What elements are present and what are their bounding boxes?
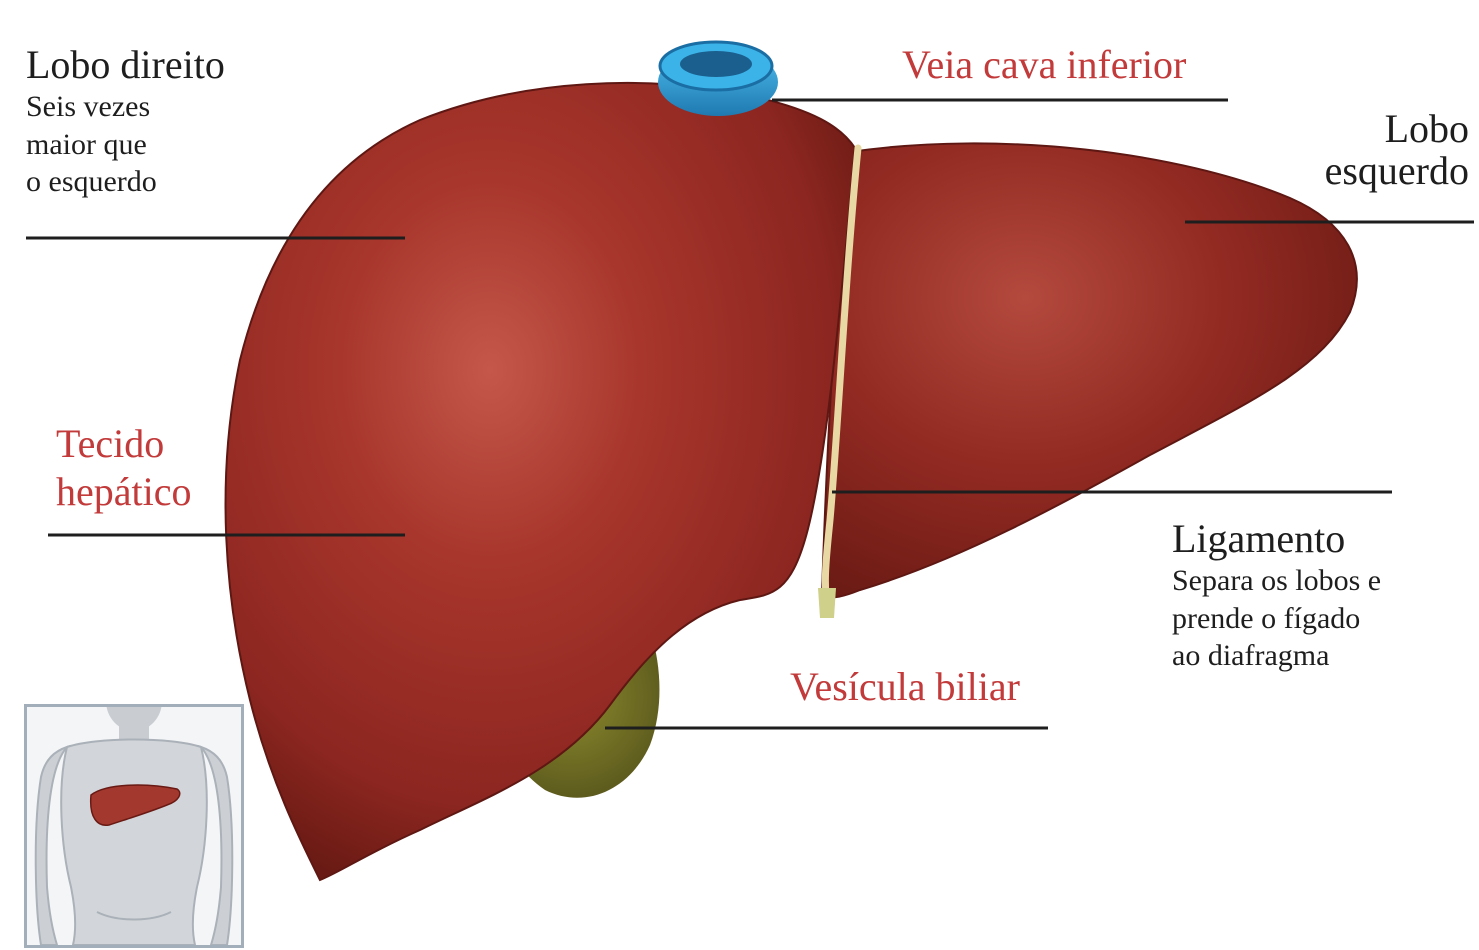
label-lobo-direito: Lobo direito Seis vezes maior que o esqu… xyxy=(26,44,225,199)
lobo-direito-desc-2: maior que xyxy=(26,128,225,162)
lobo-direito-desc-3: o esquerdo xyxy=(26,165,225,199)
lobo-esquerdo-line-2: esquerdo xyxy=(1325,150,1469,192)
human-torso-liver-location-icon xyxy=(24,704,244,948)
ligament-tip xyxy=(818,588,836,618)
ligamento-title: Ligamento xyxy=(1172,518,1381,560)
torso-figure xyxy=(27,707,241,945)
vena-cava-opening xyxy=(680,51,752,77)
lobo-direito-title: Lobo direito xyxy=(26,44,225,86)
ligamento-desc-1: Separa os lobos e xyxy=(1172,564,1381,598)
label-lobo-esquerdo: Lobo esquerdo xyxy=(1325,108,1469,192)
label-vesicula-biliar: Vesícula biliar xyxy=(790,666,1020,708)
right-lobe-shape xyxy=(226,83,855,880)
tecido-line-2: hepático xyxy=(56,468,192,516)
tecido-line-1: Tecido xyxy=(56,420,192,468)
lobo-esquerdo-line-1: Lobo xyxy=(1325,108,1469,150)
lobo-direito-desc-1: Seis vezes xyxy=(26,90,225,124)
ligamento-desc-2: prende o fígado xyxy=(1172,602,1381,636)
ligamento-desc-3: ao diafragma xyxy=(1172,639,1381,673)
label-tecido-hepatico: Tecido hepático xyxy=(56,420,192,516)
label-ligamento: Ligamento Separa os lobos e prende o fíg… xyxy=(1172,518,1381,673)
label-veia-cava-inferior: Veia cava inferior xyxy=(902,44,1186,86)
